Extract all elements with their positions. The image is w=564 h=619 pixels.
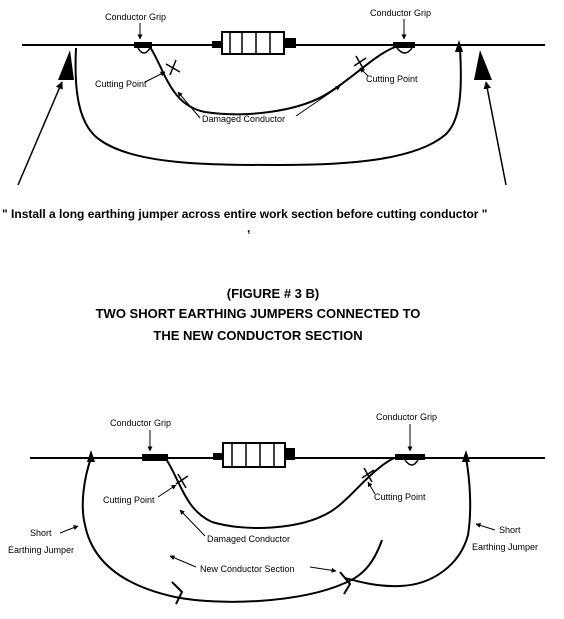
figure-number: (FIGURE # 3 B) <box>227 286 319 301</box>
bottom-right-short-jumper <box>344 457 472 588</box>
bottom-right-cut-mark-2 <box>363 467 373 483</box>
figure-title-line-2: THE NEW CONDUCTOR SECTION <box>153 328 362 343</box>
bottom-label-cut-right: Cutting Point <box>374 492 426 502</box>
bottom-diagram: Conductor Grip Conductor Grip Cutting Po… <box>8 412 545 605</box>
top-tensioner-icon <box>212 31 296 55</box>
instruction-residual-mark: , <box>247 221 250 235</box>
top-label-damaged: Damaged Conductor <box>202 114 285 124</box>
top-left-cut-mark-2 <box>169 59 177 76</box>
top-damaged-conductor-sag <box>149 46 396 116</box>
top-right-pointer <box>483 81 507 186</box>
bottom-tensioner-icon <box>213 442 295 468</box>
top-label-cut-left: Cutting Point <box>95 79 147 89</box>
bottom-label-grip-right: Conductor Grip <box>376 412 437 422</box>
top-left-earth-clamp-icon <box>58 50 74 80</box>
bottom-right-jumper-clamp-icon <box>462 450 470 462</box>
top-right-earth-clamp-icon <box>474 50 492 80</box>
top-diagram: Conductor Grip Conductor Grip Cutting Po… <box>17 8 545 186</box>
bottom-damaged-conductor-sag <box>165 457 395 529</box>
top-left-grip <box>134 42 152 54</box>
bottom-label-jumper-left-2: Earthing Jumper <box>8 545 74 555</box>
bottom-right-grip <box>395 454 425 466</box>
top-long-earthing-jumper <box>74 47 462 167</box>
top-label-cut-right: Cutting Point <box>366 74 418 84</box>
figure-title-line-1: TWO SHORT EARTHING JUMPERS CONNECTED TO <box>96 306 421 321</box>
top-label-grip-right: Conductor Grip <box>370 8 431 18</box>
bottom-label-jumper-right-1: Short <box>499 525 521 535</box>
top-label-grip-left: Conductor Grip <box>105 12 166 22</box>
bottom-left-new-section-joint-icon <box>171 581 184 605</box>
bottom-label-damaged: Damaged Conductor <box>207 534 290 544</box>
bottom-label-new-section: New Conductor Section <box>200 564 295 574</box>
bottom-new-conductor-section <box>81 457 383 603</box>
top-jumper-clamp-icon <box>455 40 463 52</box>
instruction-text: " Install a long earthing jumper across … <box>2 207 487 221</box>
top-right-grip <box>393 42 415 54</box>
bottom-label-jumper-left-1: Short <box>30 528 52 538</box>
bottom-label-jumper-right-2: Earthing Jumper <box>472 542 538 552</box>
bottom-label-cut-left: Cutting Point <box>103 495 155 505</box>
bottom-left-cut-mark-2 <box>177 473 187 489</box>
bottom-left-grip <box>142 454 168 461</box>
top-left-pointer <box>17 81 63 186</box>
bottom-right-new-section-joint-icon <box>339 571 352 595</box>
bottom-left-jumper-clamp-icon <box>87 450 95 462</box>
bottom-label-grip-left: Conductor Grip <box>110 418 171 428</box>
